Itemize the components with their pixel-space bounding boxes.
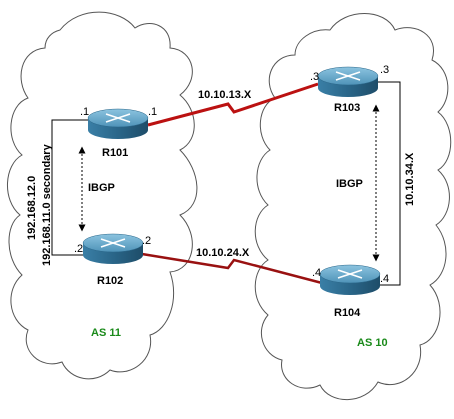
- link-r103-r104-label: 10.10.34.X: [404, 152, 416, 206]
- r102-r104-link: [141, 252, 323, 285]
- r101-r102-link: [51, 119, 89, 256]
- link-r101-r103-label: 10.10.13.X: [198, 89, 252, 101]
- router-r104[interactable]: [319, 264, 381, 295]
- ibgp-left-label: IBGP: [88, 182, 115, 194]
- as11-label: AS 11: [91, 327, 121, 339]
- r104-if-left: .4: [312, 267, 321, 279]
- r103-if-left: .3: [310, 71, 319, 83]
- r103-if-right: .3: [380, 64, 389, 76]
- router-arrows-icon: [100, 238, 126, 248]
- router-r101[interactable]: [87, 108, 149, 139]
- link-r101-r102-label-a: 192.168.12.0: [26, 176, 38, 240]
- router-r101-label: R101: [102, 147, 128, 159]
- r101-r103-link: [147, 82, 319, 127]
- link-r102-r104-label: 10.10.24.X: [196, 247, 250, 259]
- router-r102[interactable]: [82, 233, 144, 264]
- as10-label: AS 10: [357, 337, 388, 349]
- r102-if-left: .2: [74, 243, 83, 255]
- router-r103-label: R103: [334, 102, 360, 114]
- router-arrows-icon: [335, 71, 361, 81]
- router-arrows-icon: [337, 269, 363, 279]
- r104-if-right: .4: [380, 273, 389, 285]
- r103-r104-link: [365, 81, 401, 286]
- router-r103[interactable]: [317, 66, 379, 97]
- router-r102-label: R102: [97, 275, 123, 287]
- router-arrows-icon: [105, 113, 131, 123]
- router-r104-label: R104: [334, 307, 361, 319]
- r101-if-left: .1: [80, 106, 89, 118]
- r101-if-right: .1: [148, 106, 157, 118]
- ibgp-right-label: IBGP: [336, 178, 363, 190]
- link-r101-r102-label-b: 192.168.11.0 secondary: [41, 143, 53, 266]
- r102-if-right: .2: [142, 235, 151, 247]
- as10-cloud: [254, 13, 452, 401]
- as11-cloud: [7, 11, 198, 380]
